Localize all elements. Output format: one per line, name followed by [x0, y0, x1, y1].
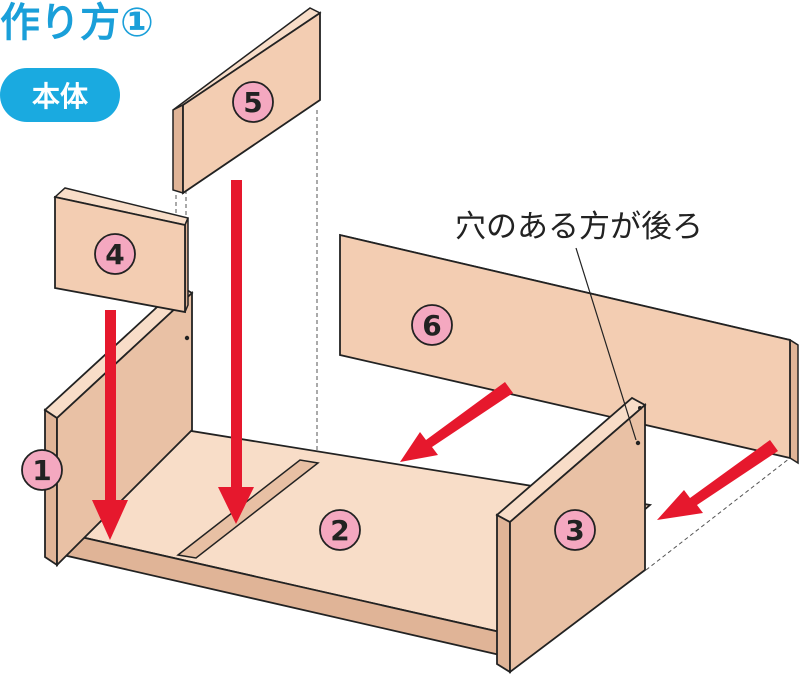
part-label-6: 6 [411, 304, 453, 346]
part-label-text: 2 [330, 514, 349, 547]
board-1 [43, 284, 194, 568]
part-label-4: 4 [94, 233, 136, 275]
hole-note: 穴のある方が後ろ [455, 209, 703, 245]
part-label-text: 3 [565, 514, 584, 547]
part-label-text: 1 [32, 454, 51, 487]
part-label-text: 6 [422, 309, 441, 342]
part-label-text: 5 [243, 86, 262, 119]
arrows [92, 180, 778, 540]
arrow-down-5 [218, 180, 254, 524]
board-6 [339, 233, 799, 465]
arrow-down-4 [92, 310, 128, 540]
part-label-text: 4 [105, 238, 124, 271]
note-pointer [575, 247, 637, 441]
part-label-5: 5 [232, 81, 274, 123]
part-label-3: 3 [554, 509, 596, 551]
arrow-6-right [657, 440, 778, 520]
part-label-2: 2 [319, 509, 361, 551]
section-badge: 本体 [0, 68, 120, 122]
part-label-1: 1 [21, 449, 63, 491]
badge-background [0, 68, 120, 122]
badge-label: 本体 [32, 80, 89, 113]
page-title: 作り方① [0, 0, 154, 46]
arrow-6-left [400, 382, 513, 462]
guide-line [645, 457, 791, 571]
